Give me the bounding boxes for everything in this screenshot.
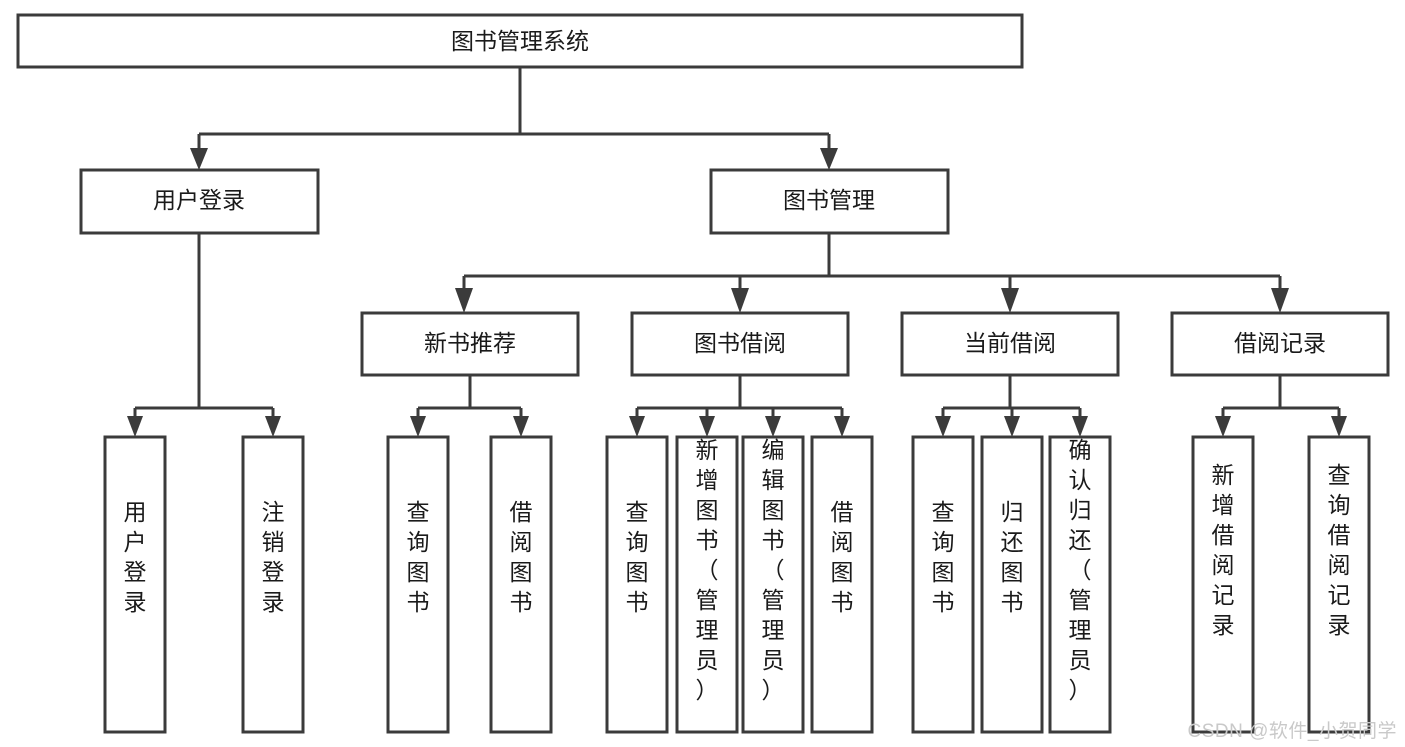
leaf-borrow-book-1-label: 借阅图书 xyxy=(510,499,533,615)
node-leaf-query-book-2[interactable]: 查询图书 xyxy=(605,435,669,734)
leaf-query-book-3-box[interactable] xyxy=(911,435,975,734)
new-book-recommend-box[interactable] xyxy=(360,311,580,377)
leaf-add-record-label: 新增借阅记录 xyxy=(1212,462,1235,638)
node-current-borrow[interactable]: 当前借阅 xyxy=(900,311,1120,377)
node-new-book-recommend[interactable]: 新书推荐 xyxy=(360,311,580,377)
arrow-head-leaf-edit-book xyxy=(765,416,781,437)
leaf-user-login-label: 用户登录 xyxy=(124,499,147,615)
arrow-head-leaf-user-logout xyxy=(265,416,281,437)
leaf-query-book-1-box[interactable] xyxy=(386,435,450,734)
node-leaf-confirm-return[interactable]: 确认归还（管理员） xyxy=(1048,435,1112,734)
leaf-query-record-box[interactable] xyxy=(1307,435,1371,734)
arrow-head-book-borrow xyxy=(731,288,749,313)
arrow-head-leaf-user-login xyxy=(127,416,143,437)
node-book-borrow[interactable]: 图书借阅 xyxy=(630,311,850,377)
node-leaf-query-record[interactable]: 查询借阅记录 xyxy=(1307,435,1371,734)
node-borrow-record[interactable]: 借阅记录 xyxy=(1170,311,1390,377)
node-book-management[interactable]: 图书管理 xyxy=(709,168,950,235)
arrow-head-leaf-query-book-3 xyxy=(935,416,951,437)
root-box[interactable] xyxy=(16,13,1024,69)
borrow-record-label: 借阅记录 xyxy=(1234,330,1326,356)
book-management-label: 图书管理 xyxy=(783,187,875,213)
node-user-login[interactable]: 用户登录 xyxy=(79,168,320,235)
arrow-head-leaf-borrow-book-1 xyxy=(513,416,529,437)
node-leaf-user-logout[interactable]: 注销登录 xyxy=(241,435,305,734)
arrow-head-new-book-recommend xyxy=(455,288,473,313)
current-borrow-box[interactable] xyxy=(900,311,1120,377)
arrow-head-leaf-borrow-book-2 xyxy=(834,416,850,437)
leaf-query-book-3-label: 查询图书 xyxy=(932,499,955,615)
arrow-head-leaf-query-book-2 xyxy=(629,416,645,437)
node-leaf-query-book-1[interactable]: 查询图书 xyxy=(386,435,450,734)
leaf-query-book-2-box[interactable] xyxy=(605,435,669,734)
leaf-borrow-book-1-box[interactable] xyxy=(489,435,553,734)
node-root[interactable]: 图书管理系统 xyxy=(16,13,1024,69)
user-login-box[interactable] xyxy=(79,168,320,235)
root-label: 图书管理系统 xyxy=(451,28,589,54)
arrow-head-user-login xyxy=(190,148,208,170)
arrow-head-book-management xyxy=(820,148,838,170)
leaf-add-book-label: 新增图书（管理员） xyxy=(696,437,719,703)
leaf-query-record-label: 查询借阅记录 xyxy=(1328,462,1351,638)
node-leaf-edit-book[interactable]: 编辑图书（管理员） xyxy=(741,435,805,734)
book-management-box[interactable] xyxy=(709,168,950,235)
leaf-edit-book-label: 编辑图书（管理员） xyxy=(762,437,785,703)
connector-layer xyxy=(127,67,1347,437)
arrow-head-leaf-query-book-1 xyxy=(410,416,426,437)
leaf-query-book-1-label: 查询图书 xyxy=(407,499,430,615)
node-leaf-borrow-book-1[interactable]: 借阅图书 xyxy=(489,435,553,734)
node-leaf-user-login[interactable]: 用户登录 xyxy=(103,435,167,734)
arrow-head-current-borrow xyxy=(1001,288,1019,313)
leaf-query-book-2-label: 查询图书 xyxy=(626,499,649,615)
arrow-head-leaf-return-book xyxy=(1004,416,1020,437)
leaf-confirm-return-label: 确认归还（管理员） xyxy=(1069,437,1092,703)
node-leaf-add-book[interactable]: 新增图书（管理员） xyxy=(675,435,739,734)
arrow-head-leaf-query-record xyxy=(1331,416,1347,437)
leaf-borrow-book-2-box[interactable] xyxy=(810,435,874,734)
arrow-head-leaf-confirm-return xyxy=(1072,416,1088,437)
user-login-label: 用户登录 xyxy=(153,187,245,213)
arrow-head-leaf-add-book xyxy=(699,416,715,437)
leaf-user-login-box[interactable] xyxy=(103,435,167,734)
leaf-add-book-box[interactable] xyxy=(675,435,739,734)
book-borrow-box[interactable] xyxy=(630,311,850,377)
leaf-edit-book-box[interactable] xyxy=(741,435,805,734)
leaf-confirm-return-box[interactable] xyxy=(1048,435,1112,734)
leaf-user-logout-box[interactable] xyxy=(241,435,305,734)
arrow-head-borrow-record xyxy=(1271,288,1289,313)
new-book-recommend-label: 新书推荐 xyxy=(424,330,516,356)
node-leaf-add-record[interactable]: 新增借阅记录 xyxy=(1191,435,1255,734)
node-leaf-query-book-3[interactable]: 查询图书 xyxy=(911,435,975,734)
arrow-head-leaf-add-record xyxy=(1215,416,1231,437)
leaf-return-book-label: 归还图书 xyxy=(1001,499,1024,615)
leaf-return-book-box[interactable] xyxy=(980,435,1044,734)
leaf-add-record-box[interactable] xyxy=(1191,435,1255,734)
leaf-user-logout-label: 注销登录 xyxy=(262,499,285,615)
leaf-borrow-book-2-label: 借阅图书 xyxy=(831,499,854,615)
book-borrow-label: 图书借阅 xyxy=(694,330,786,356)
node-leaf-return-book[interactable]: 归还图书 xyxy=(980,435,1044,734)
current-borrow-label: 当前借阅 xyxy=(964,330,1056,356)
borrow-record-box[interactable] xyxy=(1170,311,1390,377)
node-leaf-borrow-book-2[interactable]: 借阅图书 xyxy=(810,435,874,734)
